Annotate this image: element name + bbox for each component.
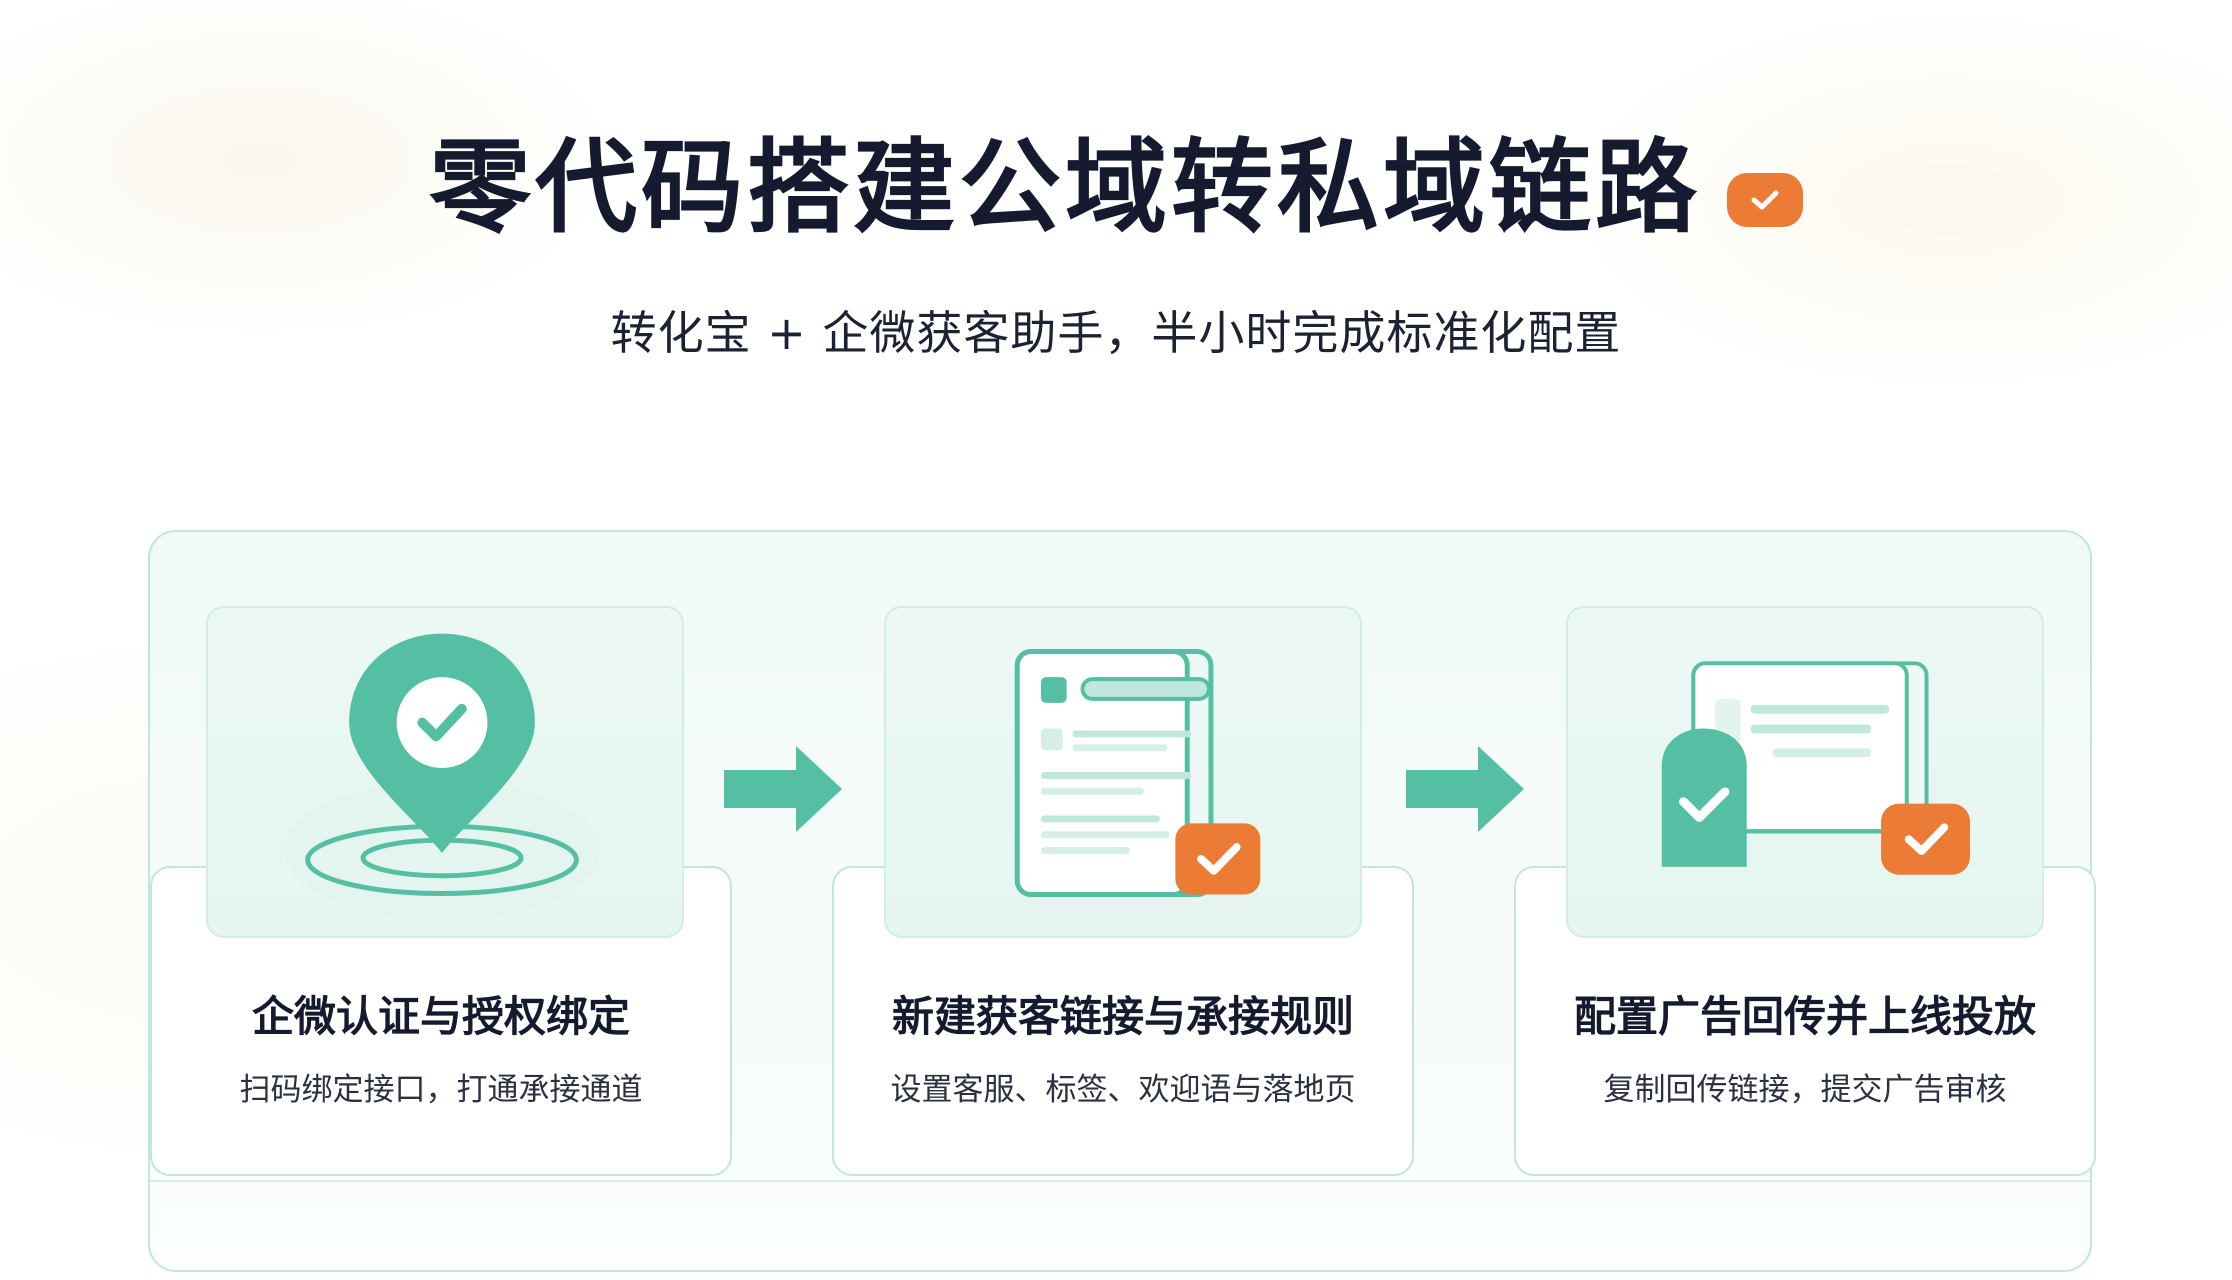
title-row: 零代码搭建公域转私域链路 [0,138,2232,240]
step-title: 企微认证与授权绑定 [251,992,630,1041]
step-title: 配置广告回传并上线投放 [1573,992,2036,1041]
page-subtitle: 转化宝 + 企微获客助手，半小时完成标准化配置 [610,306,1622,360]
steps-panel: 企微认证与授权绑定 扫码绑定接口，打通承接通道 [148,530,2096,1272]
step-description: 扫码绑定接口，打通承接通道 [239,1072,643,1108]
arrow-right-icon [1406,744,1526,834]
page-title: 零代码搭建公域转私域链路 [429,129,1701,248]
step-description: 复制回传链接，提交广告审核 [1603,1072,2007,1108]
panel-divider [150,1180,2090,1182]
step-description: 设置客服、标签、欢迎语与落地页 [890,1072,1356,1108]
arrow-right-icon [724,744,844,834]
document-check-icon [884,606,1362,938]
step-card-3: 配置广告回传并上线投放 复制回传链接，提交广告审核 [1514,606,2096,1176]
location-pin-check-icon [206,606,684,938]
step-title: 新建获客链接与承接规则 [891,992,1354,1041]
step-card-1: 企微认证与授权绑定 扫码绑定接口，打通承接通道 [150,606,732,1176]
window-connect-check-icon [1566,606,2044,938]
check-badge-icon [1727,173,1803,227]
step-card-2: 新建获客链接与承接规则 设置客服、标签、欢迎语与落地页 [832,606,1414,1176]
